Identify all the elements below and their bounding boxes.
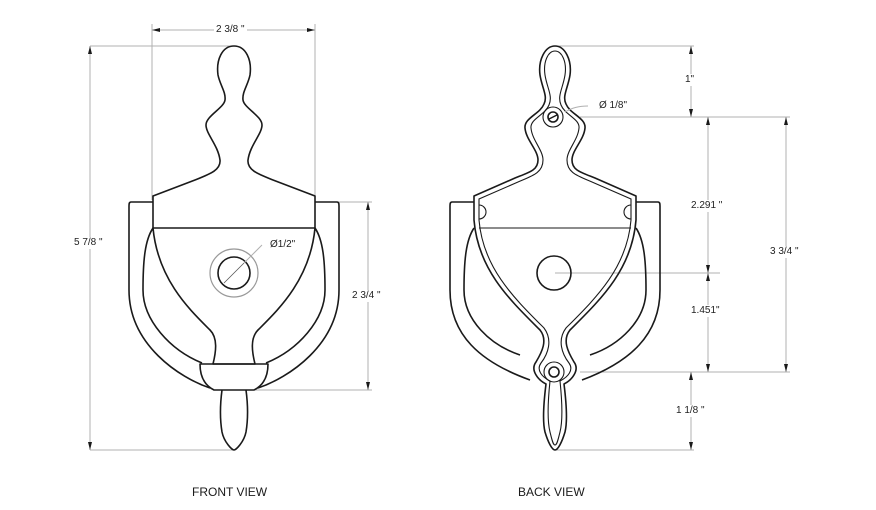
- dim-back-screw-to-center: 2.291 ": [689, 200, 725, 212]
- front-view-title: FRONT VIEW: [192, 485, 268, 499]
- dim-front-knocker-height: 2 3/4 ": [350, 290, 383, 302]
- dim-back-bottom-screw-to-tip: 1 1/8 ": [674, 405, 707, 417]
- dim-front-width: 2 3/8 ": [214, 24, 247, 36]
- dim-back-top-to-screw: 1": [683, 74, 697, 86]
- dim-front-hole-diameter: Ø1/2": [268, 239, 298, 251]
- front-view-drawing: [88, 24, 372, 451]
- dim-front-height: 5 7/8 ": [72, 237, 105, 249]
- dim-back-screw-diameter: Ø 1/8": [597, 100, 630, 112]
- dim-back-center-to-bottom-screw: 1.451": [689, 305, 722, 317]
- back-view-title: BACK VIEW: [518, 485, 585, 499]
- dim-back-screw-spacing: 3 3/4 ": [768, 246, 801, 258]
- back-view-drawing: [449, 45, 790, 451]
